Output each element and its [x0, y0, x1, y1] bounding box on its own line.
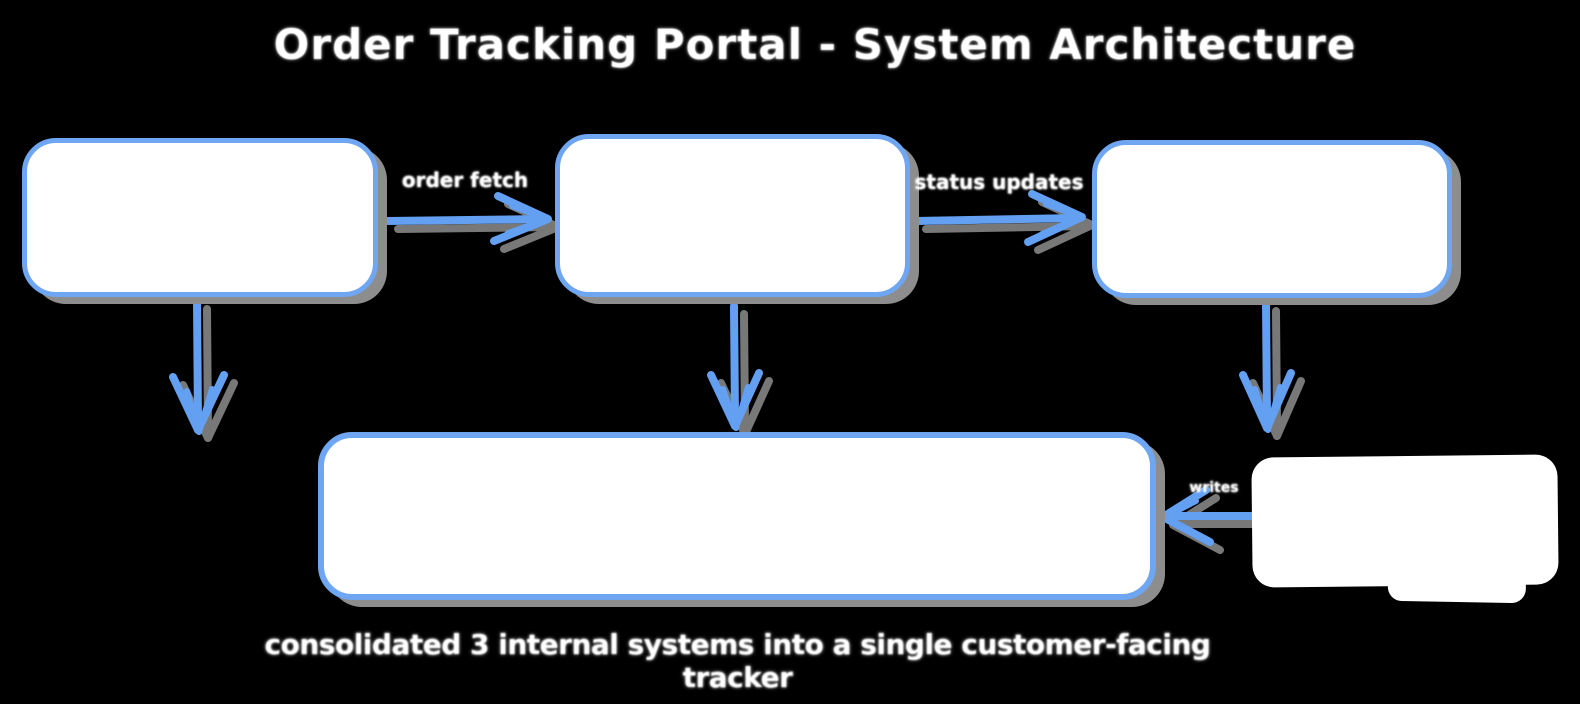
bottom-wide-box — [318, 432, 1156, 600]
diagram-title: Order Tracking Portal - System Architect… — [273, 20, 1357, 69]
diagram-caption: consolidated 3 internal systems into a s… — [264, 628, 1211, 694]
top-right-box — [1092, 140, 1452, 298]
db-write-arrow-label: writes — [1189, 480, 1239, 496]
arrow-strokes — [169, 190, 1295, 546]
arrow-box3-down — [1239, 299, 1295, 433]
arrow-box2-to-box3 — [912, 190, 1086, 246]
arrow-box2-to-bottom — [707, 302, 763, 431]
flow2-arrow-label: status updates — [914, 170, 1084, 194]
arrow-box1-down — [169, 297, 228, 435]
arrow-box1-to-box2 — [384, 192, 552, 245]
right-small-box-lower-edge — [1387, 554, 1527, 604]
top-left-box — [22, 138, 378, 297]
arrow-smallbox-to-bottom — [1159, 486, 1262, 546]
top-middle-box — [555, 134, 910, 297]
flow1-arrow-label: order fetch — [401, 168, 529, 192]
